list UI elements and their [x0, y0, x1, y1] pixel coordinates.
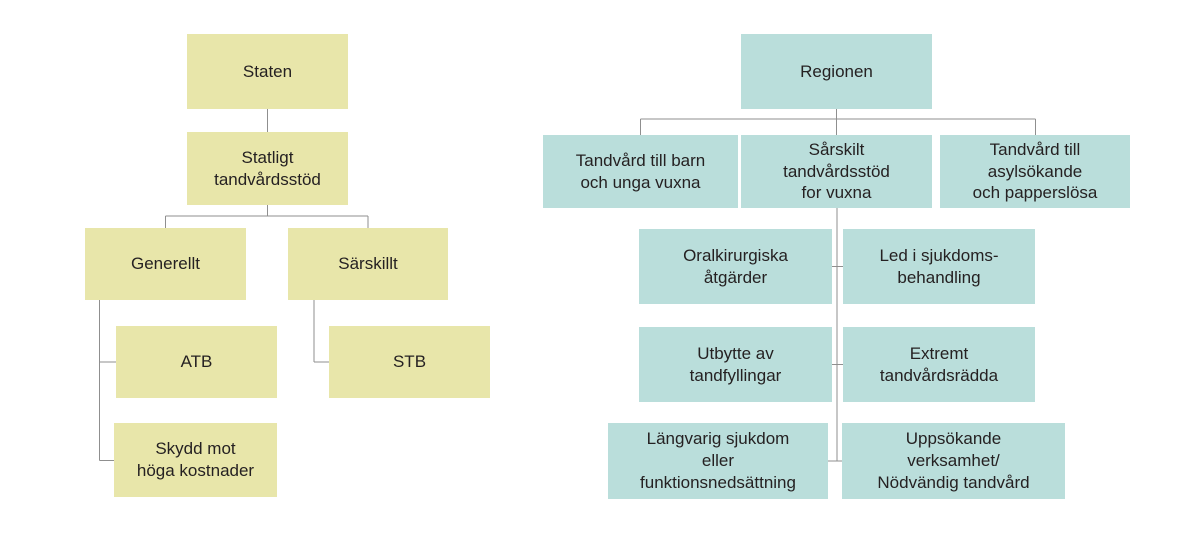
node-extremt-tandvardsradda: Extremt tandvårdsrädda: [843, 327, 1035, 402]
node-oralkirurgiska-atgarder: Oralkirurgiska åtgärder: [639, 229, 832, 304]
node-atb: ATB: [116, 326, 277, 398]
node-sarskillt: Särskillt: [288, 228, 448, 300]
node-skydd-mot-hoga-kostnader: Skydd mot höga kostnader: [114, 423, 277, 497]
node-utbytte-av-tandfyllingar: Utbytte av tandfyllingar: [639, 327, 832, 402]
node-tandvard-asylsokande: Tandvård till asylsökande och papperslös…: [940, 135, 1130, 208]
node-uppsokande-verksamhet: Uppsökande verksamhet/ Nödvändig tandvår…: [842, 423, 1065, 499]
node-statligt-tandvardsstod: Statligt tandvårdsstöd: [187, 132, 348, 205]
node-sarskilt-tandvardsstod-vuxna: Sårskilt tandvårdsstöd for vuxna: [741, 135, 932, 208]
node-generellt: Generellt: [85, 228, 246, 300]
node-langvarig-sjukdom: Längvarig sjukdom eller funktionsnedsätt…: [608, 423, 828, 499]
node-regionen: Regionen: [741, 34, 932, 109]
node-staten: Staten: [187, 34, 348, 109]
node-tandvard-barn-unga-vuxna: Tandvård till barn och unga vuxna: [543, 135, 738, 208]
node-led-i-sjukdomsbehandling: Led i sjukdoms- behandling: [843, 229, 1035, 304]
node-stb: STB: [329, 326, 490, 398]
